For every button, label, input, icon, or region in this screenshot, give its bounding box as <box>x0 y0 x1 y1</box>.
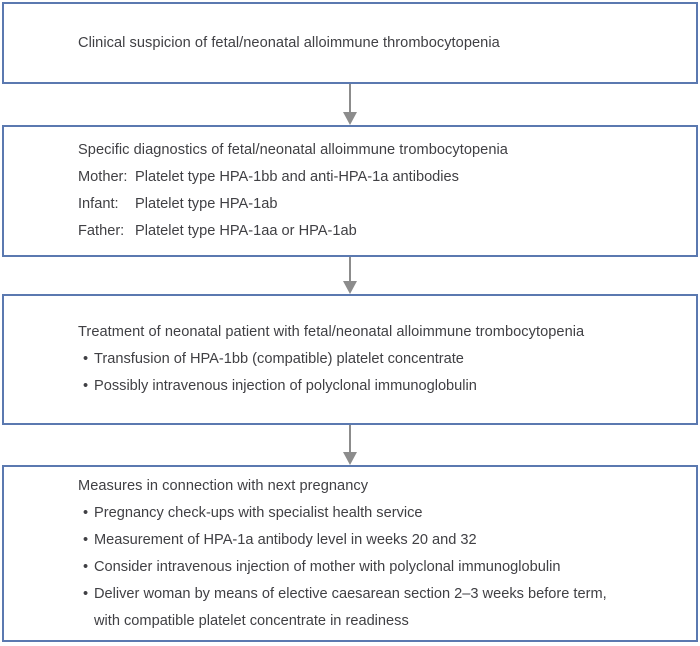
node-content: Clinical suspicion of fetal/neonatal all… <box>4 4 696 82</box>
bullet-label: Measurement of HPA-1a antibody level in … <box>94 531 477 548</box>
bullet-icon: • <box>83 378 89 394</box>
node-content: Measures in connection with next pregnan… <box>4 467 696 640</box>
node-line: Clinical suspicion of fetal/neonatal all… <box>78 34 500 51</box>
node-bullet-item: • Possibly intravenous injection of poly… <box>78 373 678 400</box>
flowchart-node-clinical-suspicion: Clinical suspicion of fetal/neonatal all… <box>2 2 698 84</box>
bullet-label: Consider intravenous injection of mother… <box>94 558 561 575</box>
node-line-value: Platelet type HPA-1bb and anti-HPA-1a an… <box>135 169 459 185</box>
node-line: Specific diagnostics of fetal/neonatal a… <box>78 142 508 158</box>
bullet-icon: • <box>83 504 89 521</box>
node-bullet-item: • Transfusion of HPA-1bb (compatible) pl… <box>78 346 678 373</box>
node-bullet-item: • Deliver woman by means of elective cae… <box>78 581 678 635</box>
node-bullet-item: • Pregnancy check-ups with specialist he… <box>78 500 678 527</box>
node-line-key: Mother: <box>78 169 128 185</box>
flowchart-node-specific-diagnostics: Specific diagnostics of fetal/neonatal a… <box>2 125 698 257</box>
node-line-keyvalue: Father: Platelet type HPA-1aa or HPA-1ab <box>78 218 678 245</box>
node-content: Specific diagnostics of fetal/neonatal a… <box>4 127 696 255</box>
flowchart-node-treatment-of-neonate: Treatment of neonatal patient with fetal… <box>2 294 698 425</box>
bullet-icon: • <box>83 585 89 602</box>
node-line-keyvalue: Mother: Platelet type HPA-1bb and anti-H… <box>78 164 678 191</box>
bullet-label: Pregnancy check-ups with specialist heal… <box>94 504 423 521</box>
bullet-icon: • <box>83 531 89 548</box>
node-content: Treatment of neonatal patient with fetal… <box>4 296 696 423</box>
node-bullet-item: • Consider intravenous injection of moth… <box>78 554 678 581</box>
bullet-label: Possibly intravenous injection of polycl… <box>94 378 477 394</box>
bullet-icon: • <box>83 558 89 575</box>
node-line-value: Platelet type HPA-1ab <box>135 196 278 212</box>
node-line: Treatment of neonatal patient with fetal… <box>78 324 585 340</box>
node-line: Measures in connection with next pregnan… <box>78 477 369 494</box>
arrow-treatment-to-next-pregnancy <box>0 425 700 465</box>
node-line-key: Infant: <box>78 196 119 212</box>
node-bullet-item: • Measurement of HPA-1a antibody level i… <box>78 527 678 554</box>
bullet-label: Deliver woman by means of elective caesa… <box>94 585 607 629</box>
node-line-keyvalue: Infant: Platelet type HPA-1ab <box>78 191 678 218</box>
node-line-value: Platelet type HPA-1aa or HPA-1ab <box>135 223 357 239</box>
node-line-key: Father: <box>78 223 125 239</box>
bullet-label: Transfusion of HPA-1bb (compatible) plat… <box>94 351 464 367</box>
bullet-icon: • <box>83 351 89 367</box>
arrow-diagnostics-to-treatment <box>0 257 700 294</box>
flowchart-node-next-pregnancy-measures: Measures in connection with next pregnan… <box>2 465 698 642</box>
arrow-suspicion-to-diagnostics <box>0 84 700 125</box>
